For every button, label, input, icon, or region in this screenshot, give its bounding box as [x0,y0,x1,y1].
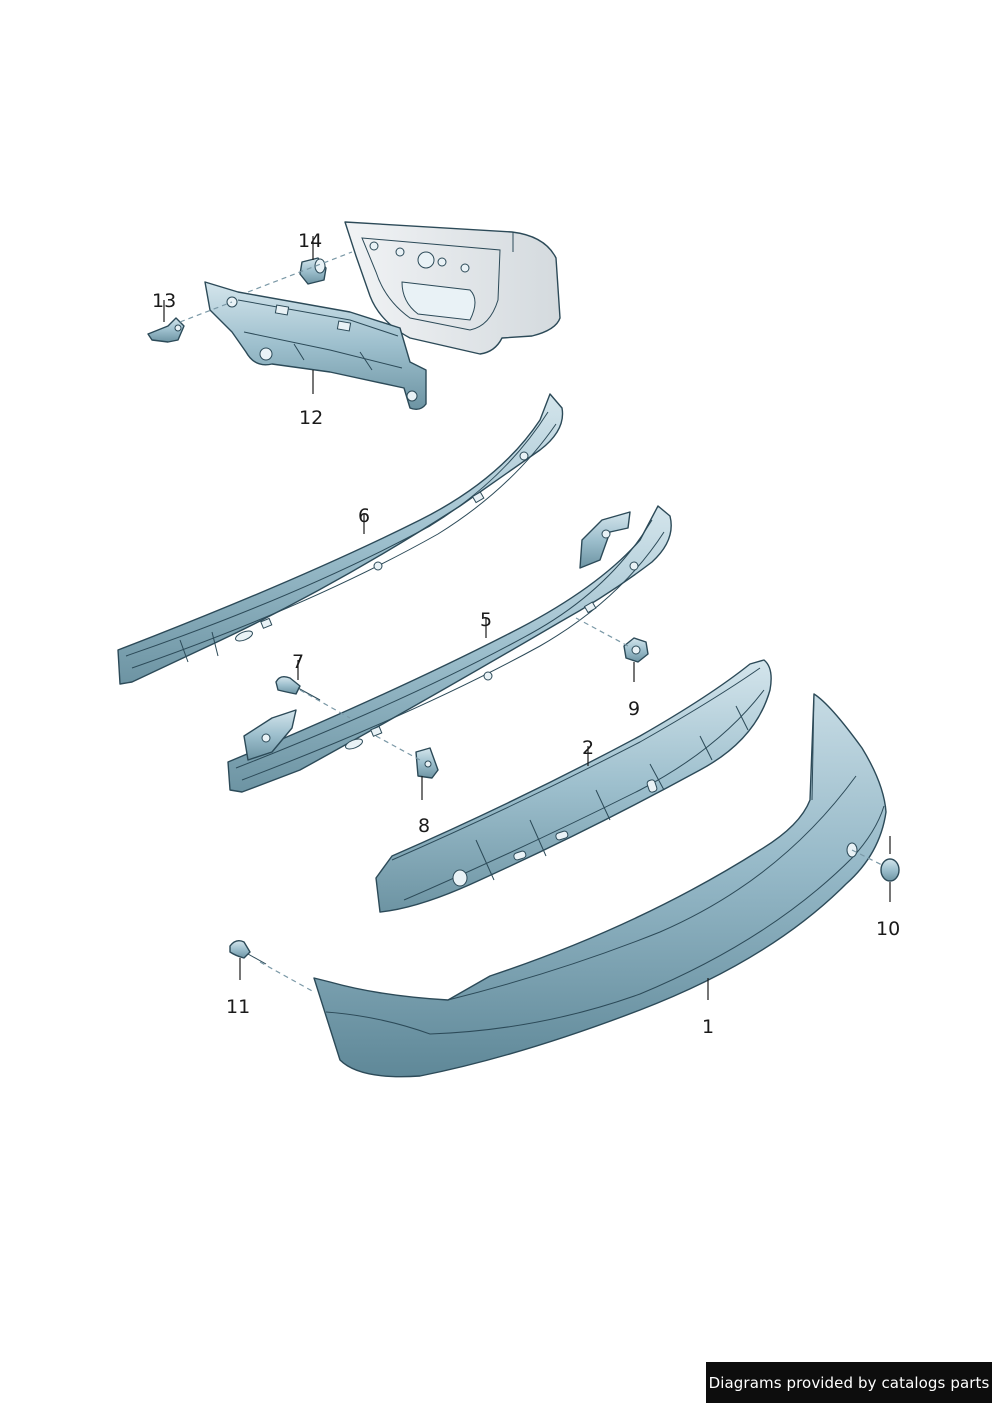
callout-13: 13 [152,290,176,312]
callout-1: 1 [702,1016,714,1038]
part-10-cap [880,858,900,882]
body-rear-panel [344,221,561,355]
leader-lines [163,236,891,1000]
callout-10: 10 [876,918,900,940]
part-14-spacer [299,257,327,285]
callout-5: 5 [480,609,492,631]
callout-8: 8 [418,815,430,837]
callout-14: 14 [298,230,322,252]
part-7-bolt [275,675,321,701]
footer-credit-text: Diagrams provided by catalogs parts [708,1373,990,1392]
part-12-bracket [204,281,427,411]
callout-11: 11 [226,996,250,1018]
assembly-lines [179,251,885,993]
footer-badge: Diagrams provided by catalogs parts [706,1362,992,1403]
callout-7: 7 [292,651,304,673]
callout-2: 2 [582,737,594,759]
part-13-clip [147,317,185,343]
part-8-clip-nut [415,747,439,779]
part-11-screw [229,939,267,965]
callout-9: 9 [628,698,640,720]
part-6-impact-beam [117,393,564,685]
part-9-nut [623,637,649,663]
part-2-energy-absorber [375,659,772,913]
callout-6: 6 [358,505,370,527]
callout-12: 12 [299,407,323,429]
part-5-impact-beam [227,505,672,793]
callout-labels: 14 13 12 6 5 7 9 2 8 10 11 1 [152,230,900,1038]
